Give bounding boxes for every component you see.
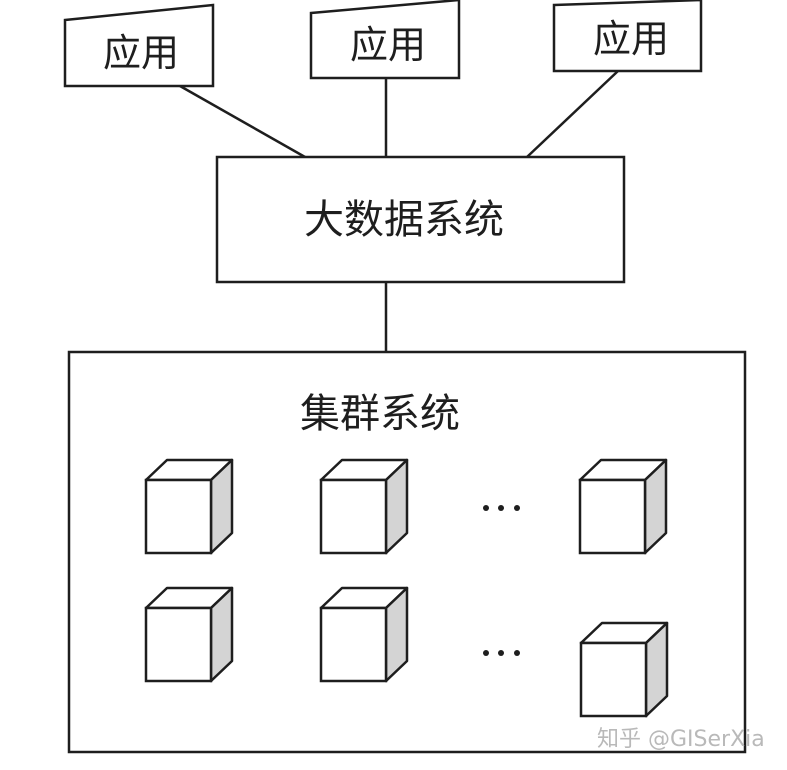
ellipsis-dot	[514, 650, 520, 656]
ellipsis-dot	[483, 505, 489, 511]
ellipsis-dot	[498, 505, 504, 511]
app-box-3: 应用	[552, 0, 703, 73]
cube-front-face	[319, 478, 388, 555]
server-node-cube	[319, 458, 409, 555]
cube-front-face	[144, 606, 213, 683]
server-node-cube	[144, 586, 234, 683]
app-box-2: 应用	[309, 0, 461, 80]
server-node-cube	[319, 586, 409, 683]
server-node-cube	[144, 458, 234, 555]
ellipsis-dot	[483, 650, 489, 656]
connector-app1-bigdata	[179, 84, 306, 159]
server-nodes	[144, 458, 669, 718]
connector-app3-bigdata	[526, 70, 619, 158]
cluster-system-label: 集群系统	[300, 391, 460, 437]
server-node-cube	[578, 458, 668, 555]
watermark: 知乎 @GISerXia	[597, 727, 765, 752]
ellipsis-row-2	[483, 650, 520, 656]
app-box-1: 应用	[63, 3, 215, 88]
ellipsis-dot	[498, 650, 504, 656]
ellipsis-row-1	[483, 505, 520, 511]
cube-front-face	[144, 478, 213, 555]
big-data-system-label: 大数据系统	[304, 197, 504, 243]
cube-front-face	[578, 478, 647, 555]
cube-front-face	[319, 606, 388, 683]
cube-front-face	[579, 641, 648, 718]
app-label-1: 应用	[103, 31, 179, 75]
app-label-2: 应用	[350, 23, 426, 67]
server-node-cube	[579, 621, 669, 718]
app-label-3: 应用	[593, 17, 669, 61]
big-data-system-box: 大数据系统	[215, 155, 626, 284]
ellipsis-dot	[514, 505, 520, 511]
